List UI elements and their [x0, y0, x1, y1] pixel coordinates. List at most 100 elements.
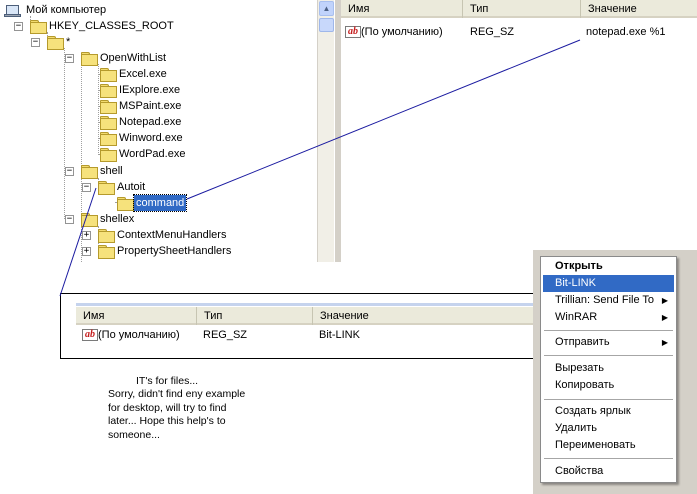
expand-toggle[interactable]: + [82, 230, 91, 240]
list-item[interactable]: ab(По умолчанию) REG_SZ Bit-LINK [78, 327, 513, 344]
note-line: Sorry, didn't find eny example [108, 388, 246, 401]
folder-icon [100, 84, 117, 98]
tree-guide [64, 48, 65, 219]
tree-node-label: ContextMenuHandlers [117, 229, 227, 241]
tree-guide [98, 64, 99, 155]
tree-node-contextmenuhandlers[interactable]: + ContextMenuHandlers [81, 227, 281, 243]
tree-node-label: shell [100, 165, 123, 177]
tree-node-winword[interactable]: Winword.exe [98, 130, 218, 146]
menu-item-label: Trillian: Send File To [555, 294, 655, 306]
tree-scrollbar[interactable]: ▲ [317, 0, 334, 262]
list-item[interactable]: ab(По умолчанию) REG_SZ notepad.exe %1 [341, 24, 697, 41]
tree-node-propertysheethandlers[interactable]: + PropertySheetHandlers [81, 243, 281, 259]
menu-item-trillian[interactable]: Trillian: Send File To ▶ [543, 292, 674, 309]
annotation-note: IT's for files... Sorry, didn't find eny… [108, 375, 283, 442]
tree-node-mspaint[interactable]: MSPaint.exe [98, 98, 218, 114]
tree-node-label: OpenWithList [100, 52, 167, 64]
menu-separator [544, 399, 673, 400]
tree-node-label: IExplore.exe [119, 84, 181, 96]
folder-icon [100, 116, 117, 130]
value-data: Bit-LINK [319, 329, 360, 341]
values-list: Имя Тип Значение ab(По умолчанию) REG_SZ… [341, 0, 697, 262]
tree-node-label: command [132, 194, 188, 212]
menu-item-label: WinRAR [555, 311, 598, 323]
folder-icon [98, 245, 115, 259]
collapse-toggle[interactable]: − [14, 21, 23, 31]
value-name: (По умолчанию) [361, 26, 443, 38]
string-value-icon: ab [345, 26, 361, 38]
folder-open-icon [81, 165, 98, 179]
column-header-type[interactable]: Тип [197, 307, 313, 325]
menu-separator [544, 355, 673, 356]
tree-node-command[interactable]: command [115, 194, 215, 212]
expand-toggle[interactable]: + [82, 246, 91, 256]
menu-item-delete[interactable]: Удалить [555, 422, 597, 434]
collapse-toggle[interactable]: − [31, 37, 40, 47]
folder-icon [100, 100, 117, 114]
collapse-toggle[interactable]: − [65, 53, 74, 63]
tree-node-openwithlist[interactable]: − OpenWithList [64, 50, 204, 66]
folder-open-icon [47, 36, 64, 50]
menu-item-cut[interactable]: Вырезать [555, 362, 604, 374]
tree-node-label: shellex [100, 213, 135, 225]
tree-node-label: * [66, 36, 71, 48]
scroll-thumb[interactable] [319, 18, 334, 32]
tree-node-hkey-classes-root[interactable]: − HKEY_CLASSES_ROOT [13, 18, 213, 34]
column-header-value[interactable]: Значение [588, 3, 637, 15]
annotation-line-to-value [186, 39, 581, 200]
folder-icon [100, 132, 117, 146]
menu-item-create-shortcut[interactable]: Создать ярлык [555, 405, 631, 417]
list-header: Имя Тип Значение [341, 0, 697, 18]
collapse-toggle[interactable]: − [65, 166, 74, 176]
tree-node-label: Autoit [117, 181, 146, 193]
tree-node-label: PropertySheetHandlers [117, 245, 232, 257]
folder-open-icon [98, 181, 115, 195]
note-line: someone... [108, 428, 160, 441]
tree-node-label: Winword.exe [119, 132, 183, 144]
menu-item-label: Отправить [555, 336, 610, 348]
note-line: later... Hope this help's to [108, 415, 226, 428]
column-header-name[interactable]: Имя [341, 0, 463, 18]
folder-icon [100, 68, 117, 82]
folder-open-icon [30, 20, 47, 34]
tree-node-excel[interactable]: Excel.exe [98, 66, 218, 82]
tree-node-shell[interactable]: − shell [64, 163, 164, 179]
menu-item-rename[interactable]: Переименовать [555, 439, 636, 451]
column-header-name[interactable]: Имя [76, 307, 197, 325]
tree-node-my-computer[interactable]: Мой компьютер [0, 2, 163, 18]
column-header-type[interactable]: Тип [463, 0, 581, 18]
pane-edge [76, 303, 696, 306]
tree-node-shellex[interactable]: − shellex [64, 211, 164, 227]
menu-separator [544, 458, 673, 459]
collapse-toggle[interactable]: − [82, 182, 91, 192]
tree-guide [81, 64, 82, 262]
tree-node-autoit[interactable]: − Autoit [81, 179, 181, 195]
note-line: IT's for files... [136, 375, 199, 387]
menu-item-copy[interactable]: Копировать [555, 379, 615, 391]
menu-item-open[interactable]: Открыть [555, 260, 603, 272]
submenu-arrow-icon: ▶ [661, 338, 668, 347]
tree-node-notepad[interactable]: Notepad.exe [98, 114, 218, 130]
pane-splitter[interactable] [335, 0, 341, 262]
menu-separator [544, 330, 673, 331]
menu-item-winrar[interactable]: WinRAR ▶ [543, 309, 674, 326]
submenu-arrow-icon: ▶ [661, 313, 668, 322]
folder-open-icon [117, 197, 134, 211]
scroll-up-arrow-icon[interactable]: ▲ [319, 1, 334, 16]
tree-node-label: HKEY_CLASSES_ROOT [49, 20, 174, 32]
tree-node-iexplore[interactable]: IExplore.exe [98, 82, 218, 98]
tree-node-label: Notepad.exe [119, 116, 182, 128]
tree-node-label: MSPaint.exe [119, 100, 182, 112]
column-header-value[interactable]: Значение [320, 310, 369, 322]
tree-node-wordpad[interactable]: WordPad.exe [98, 146, 218, 162]
menu-item-send-to[interactable]: Отправить ▶ [543, 334, 674, 351]
menu-item-properties[interactable]: Свойства [555, 465, 604, 477]
collapse-toggle[interactable]: − [65, 214, 74, 224]
value-data: notepad.exe %1 [586, 26, 666, 38]
menu-item-bitlink[interactable]: Bit-LINK [543, 275, 674, 292]
tree-node-star[interactable]: − * [30, 34, 110, 50]
tree-node-label: WordPad.exe [119, 148, 186, 160]
tree-node-label: Мой компьютер [26, 4, 107, 16]
folder-open-icon [81, 52, 98, 66]
